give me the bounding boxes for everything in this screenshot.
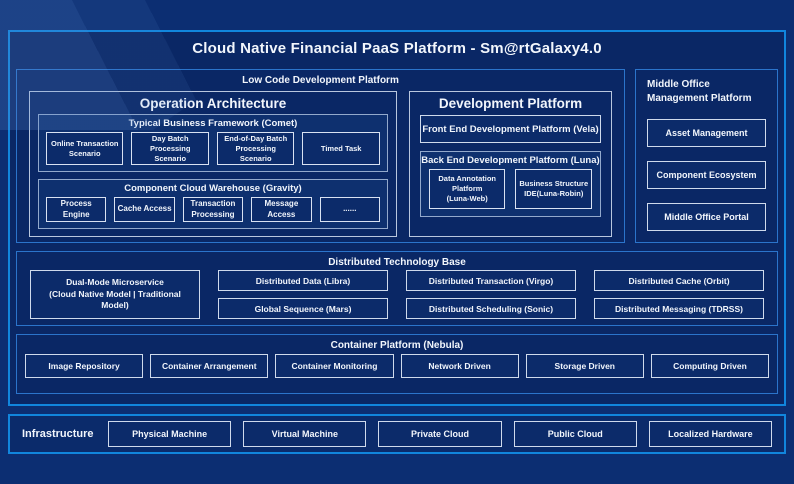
- platform-diagram: Cloud Native Financial PaaS Platform - S…: [8, 30, 786, 406]
- distributed-item: Distributed Messaging (TDRSS): [594, 298, 764, 319]
- middle-office-item: Middle Office Portal: [647, 203, 766, 231]
- distributed-base-label: Distributed Technology Base: [328, 257, 466, 268]
- comet-items-row: Online Transaction Scenario Day Batch Pr…: [39, 132, 387, 171]
- comet-item: End-of-Day Batch Processing Scenario: [216, 132, 295, 166]
- distributed-column: Distributed Transaction (Virgo) Distribu…: [406, 270, 576, 319]
- comet-item: Timed Task: [302, 132, 380, 166]
- dual-mode-microservice-box: Dual-Mode Microservice (Cloud Native Mod…: [30, 270, 200, 319]
- gravity-title: Component Cloud Warehouse (Gravity): [124, 183, 302, 195]
- infrastructure-item: Public Cloud: [513, 421, 637, 447]
- luna-item: Business Structure IDE(Luna-Robin): [515, 169, 592, 209]
- infrastructure-item: Physical Machine: [108, 421, 232, 447]
- container-item: Container Monitoring: [275, 354, 394, 378]
- comet-title: Typical Business Framework (Comet): [128, 118, 298, 129]
- distributed-column: Distributed Cache (Orbit) Distributed Me…: [594, 270, 764, 319]
- low-code-development-platform-panel: Low Code Development Platform Operation …: [16, 69, 625, 243]
- gravity-item: Transaction Processing: [182, 197, 244, 223]
- container-item: Network Driven: [400, 354, 519, 378]
- operation-architecture-box: Operation Architecture Typical Business …: [29, 91, 397, 238]
- gravity-item: Cache Access: [114, 197, 175, 223]
- middle-office-management-panel: Middle Office Management Platform Asset …: [635, 69, 778, 243]
- typical-business-framework-box: Typical Business Framework (Comet) Onlin…: [38, 114, 388, 173]
- operation-architecture-title: Operation Architecture: [139, 96, 287, 111]
- low-code-platform-label: Low Code Development Platform: [242, 75, 399, 86]
- container-item: Computing Driven: [650, 354, 770, 378]
- infrastructure-item: Private Cloud: [378, 421, 502, 447]
- container-item: Image Repository: [25, 354, 144, 378]
- comet-item: Online Transaction Scenario: [46, 132, 124, 166]
- distributed-content-row: Dual-Mode Microservice (Cloud Native Mod…: [17, 268, 777, 319]
- container-platform-label: Container Platform (Nebula): [330, 340, 464, 351]
- middle-office-item: Asset Management: [647, 119, 766, 147]
- luna-items-row: Data Annotation Platform (Luna-Web) Busi…: [421, 169, 600, 216]
- comet-item: Day Batch Processing Scenario: [131, 132, 209, 166]
- infrastructure-item: Localized Hardware: [648, 421, 773, 447]
- gravity-item-ellipsis: ......: [319, 197, 380, 223]
- luna-title: Back End Development Platform (Luna): [421, 155, 600, 166]
- gravity-items-row: Process Engine Cache Access Transaction …: [39, 197, 387, 228]
- container-item: Storage Driven: [525, 354, 644, 378]
- distributed-technology-base-panel: Distributed Technology Base Dual-Mode Mi…: [16, 251, 778, 326]
- infrastructure-panel: Infrastructure Physical Machine Virtual …: [8, 414, 786, 454]
- upper-row: Low Code Development Platform Operation …: [16, 69, 778, 243]
- infrastructure-label: Infrastructure: [22, 428, 94, 440]
- distributed-item: Distributed Scheduling (Sonic): [406, 298, 576, 319]
- gravity-item: Process Engine: [46, 197, 107, 223]
- back-end-platform-box: Back End Development Platform (Luna) Dat…: [419, 151, 601, 217]
- front-end-platform-box: Front End Development Platform (Vela): [419, 115, 601, 143]
- distributed-item: Distributed Transaction (Virgo): [406, 270, 576, 291]
- distributed-item: Distributed Cache (Orbit): [594, 270, 764, 291]
- component-cloud-warehouse-box: Component Cloud Warehouse (Gravity) Proc…: [38, 179, 388, 230]
- container-item: Container Arrangement: [150, 354, 269, 378]
- infrastructure-item: Virtual Machine: [243, 421, 367, 447]
- container-items-row: Image Repository Container Arrangement C…: [17, 351, 777, 378]
- distributed-item: Distributed Data (Libra): [218, 270, 388, 291]
- development-platform-box: Development Platform Front End Developme…: [408, 91, 612, 238]
- page-title: Cloud Native Financial PaaS Platform - S…: [192, 40, 602, 57]
- container-platform-panel: Container Platform (Nebula) Image Reposi…: [16, 334, 778, 394]
- low-code-content-row: Operation Architecture Typical Business …: [17, 86, 624, 246]
- gravity-item: Message Access: [251, 197, 312, 223]
- middle-office-item: Component Ecosystem: [647, 161, 766, 189]
- distributed-column: Distributed Data (Libra) Global Sequence…: [218, 270, 388, 319]
- development-platform-title: Development Platform: [438, 96, 583, 111]
- distributed-item: Global Sequence (Mars): [218, 298, 388, 319]
- middle-office-label: Middle Office Management Platform: [647, 79, 752, 104]
- luna-item: Data Annotation Platform (Luna-Web): [428, 169, 506, 209]
